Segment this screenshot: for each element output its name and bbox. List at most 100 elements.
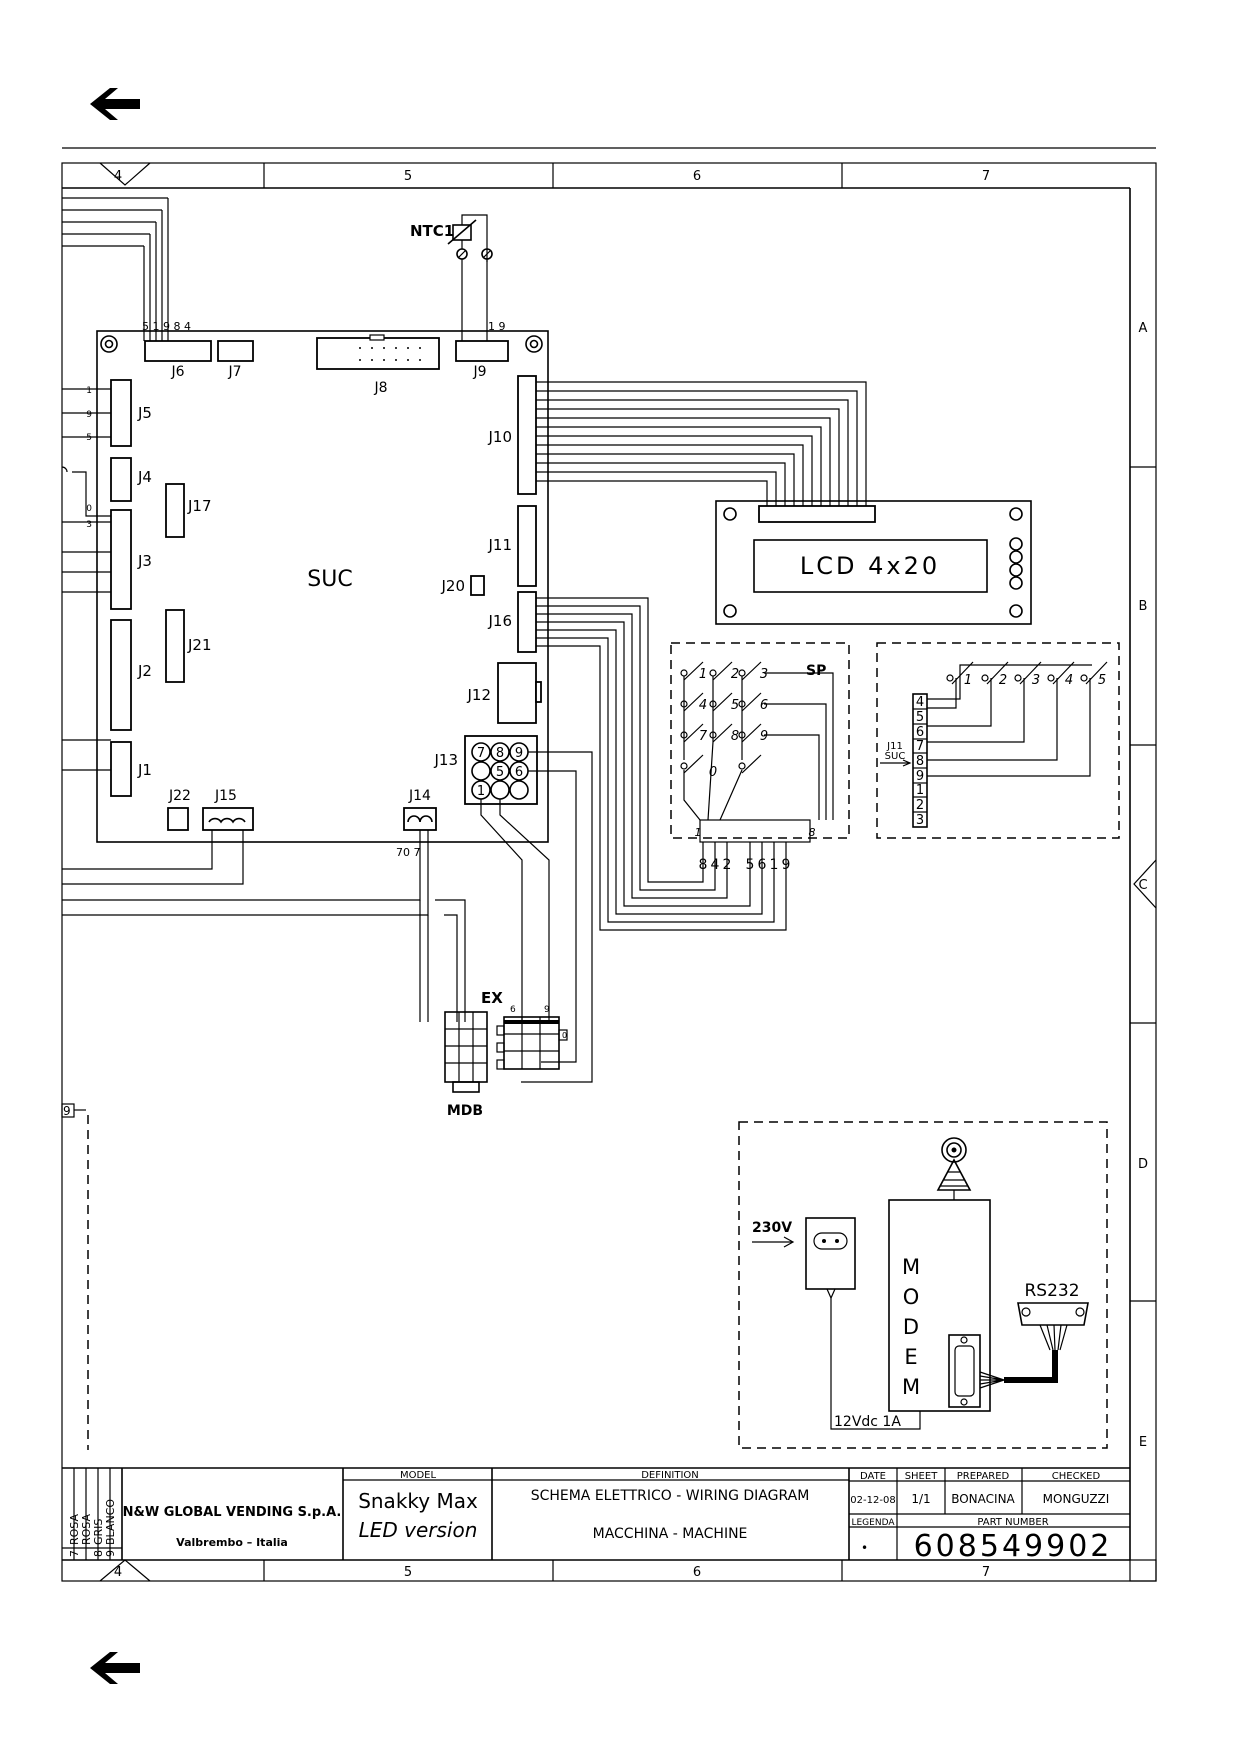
j13-pin-6: 6 xyxy=(515,765,523,780)
connector-j1 xyxy=(110,741,132,797)
label-j17: J17 xyxy=(187,497,212,515)
connector-j12 xyxy=(497,662,537,724)
keypad-box xyxy=(670,642,850,839)
zone-right-e: E xyxy=(1139,1435,1147,1450)
selector-ref: J11 xyxy=(886,741,903,752)
drawing-frame xyxy=(61,147,1157,1582)
ex-pin-6: 6 xyxy=(510,1005,516,1015)
definition-header: DEFINITION xyxy=(641,1470,699,1481)
selector-pin-5: 5 xyxy=(916,710,924,725)
legend-value: • xyxy=(861,1541,868,1555)
key-4: 4 xyxy=(699,698,707,713)
connector-j20 xyxy=(470,575,485,596)
j5-pin-5: 5 xyxy=(86,433,92,443)
connector-j5 xyxy=(110,379,132,447)
label-j16: J16 xyxy=(487,612,512,630)
legend-header: LEGENDA xyxy=(851,1518,895,1528)
connector-j7 xyxy=(217,340,254,362)
label-j21: J21 xyxy=(187,636,212,654)
zone-right-b: B xyxy=(1139,599,1148,614)
zone-right-a: A xyxy=(1139,321,1148,336)
label-j10: J10 xyxy=(487,428,512,446)
zone-bottom-4: 4 xyxy=(114,1565,122,1580)
color-code-name-rosa-2: ROSA xyxy=(80,1514,93,1545)
keypad-strip-right: 8 xyxy=(809,826,816,839)
power-adapter xyxy=(805,1217,921,1430)
j6-pin-labels: 5 1 9 8 4 xyxy=(142,320,191,333)
connector-j6 xyxy=(144,340,212,362)
power-label: 230V xyxy=(752,1220,792,1236)
j13-pin-5: 5 xyxy=(496,765,504,780)
mdb-connector xyxy=(444,1011,488,1093)
prepared-value: BONACINA xyxy=(951,1492,1015,1506)
prepared-header: PREPARED xyxy=(957,1471,1010,1482)
connector-j10 xyxy=(517,375,537,495)
key-7: 7 xyxy=(699,729,708,744)
j13-pin-8: 8 xyxy=(496,746,504,761)
left-arrow-icon xyxy=(90,88,140,120)
selector-pin-strip xyxy=(912,693,928,828)
part-number-header: PART NUMBER xyxy=(977,1517,1048,1528)
modem-letter-m2: M xyxy=(902,1375,920,1399)
j3-pin-3: 3 xyxy=(86,520,92,530)
date-value: 02-12-08 xyxy=(850,1495,895,1506)
connector-j8 xyxy=(316,337,440,370)
zone-bottom-6: 6 xyxy=(693,1565,701,1580)
color-code-name-blanco: BLANCO xyxy=(104,1499,117,1545)
key-0: 0 xyxy=(709,765,717,780)
zone-top-6: 6 xyxy=(693,169,701,184)
side-ref: 9 xyxy=(63,1104,71,1118)
modem-letter-d: D xyxy=(903,1315,919,1339)
checked-header: CHECKED xyxy=(1052,1471,1101,1482)
connector-j4 xyxy=(110,457,132,502)
back-button-bottom[interactable] xyxy=(88,1650,142,1686)
color-code-num-9: 9 xyxy=(104,1550,117,1557)
model-variant: LED version xyxy=(359,1518,478,1542)
key-1: 1 xyxy=(699,667,707,682)
label-j13: J13 xyxy=(433,751,458,769)
label-j15: J15 xyxy=(214,788,237,804)
keypad-switches xyxy=(680,661,834,843)
selector-key-4: 4 xyxy=(1065,673,1073,688)
label-j1: J1 xyxy=(137,761,152,779)
title-block xyxy=(62,1467,1130,1560)
j9-pin-labels: 1 9 xyxy=(488,320,506,333)
label-j20: J20 xyxy=(440,577,465,595)
selector-pin-3: 3 xyxy=(916,813,924,828)
label-j22: J22 xyxy=(168,788,191,804)
ntc-sensor xyxy=(447,214,493,341)
modem-letter-o: O xyxy=(903,1285,920,1309)
color-code-name-gris: GRIS xyxy=(92,1519,105,1545)
key-8: 8 xyxy=(731,729,739,744)
left-arrow-icon xyxy=(90,1652,140,1684)
selector-pin-6: 6 xyxy=(916,725,924,740)
selector-pin-8: 8 xyxy=(916,754,924,769)
back-button-top[interactable] xyxy=(88,86,142,122)
ex-pin-right: 0 xyxy=(562,1031,567,1040)
j5-pin-9: 9 xyxy=(86,410,92,420)
j14-pin-labels: 70 7 xyxy=(396,846,421,859)
zone-top-5: 5 xyxy=(404,169,412,184)
label-j5: J5 xyxy=(137,404,152,422)
zone-top-7: 7 xyxy=(982,169,990,184)
zone-bottom-7: 7 xyxy=(982,1565,990,1580)
modem-device xyxy=(888,1137,991,1412)
zone-right-c: C xyxy=(1138,878,1147,893)
selector-key-1: 1 xyxy=(964,673,972,688)
model-name: Snakky Max xyxy=(358,1489,478,1513)
color-code-num-8: 8 xyxy=(92,1550,105,1557)
selector-box xyxy=(876,642,1120,839)
selector-ref-sub: SUC xyxy=(885,751,906,762)
selector-pin-7: 7 xyxy=(916,739,924,754)
label-j11: J11 xyxy=(487,536,512,554)
color-code-num-7: 7 xyxy=(68,1550,81,1557)
selector-switches xyxy=(927,661,1108,777)
definition-line-1: SCHEMA ELETTRICO - WIRING DIAGRAM xyxy=(531,1488,810,1504)
j10-lcd-wires xyxy=(536,381,867,506)
connector-j11 xyxy=(517,505,537,587)
key-6: 6 xyxy=(760,698,768,713)
keypad-strip-left: 1 xyxy=(695,826,702,839)
label-j9: J9 xyxy=(472,364,486,380)
selector-pin-2: 2 xyxy=(916,798,924,813)
